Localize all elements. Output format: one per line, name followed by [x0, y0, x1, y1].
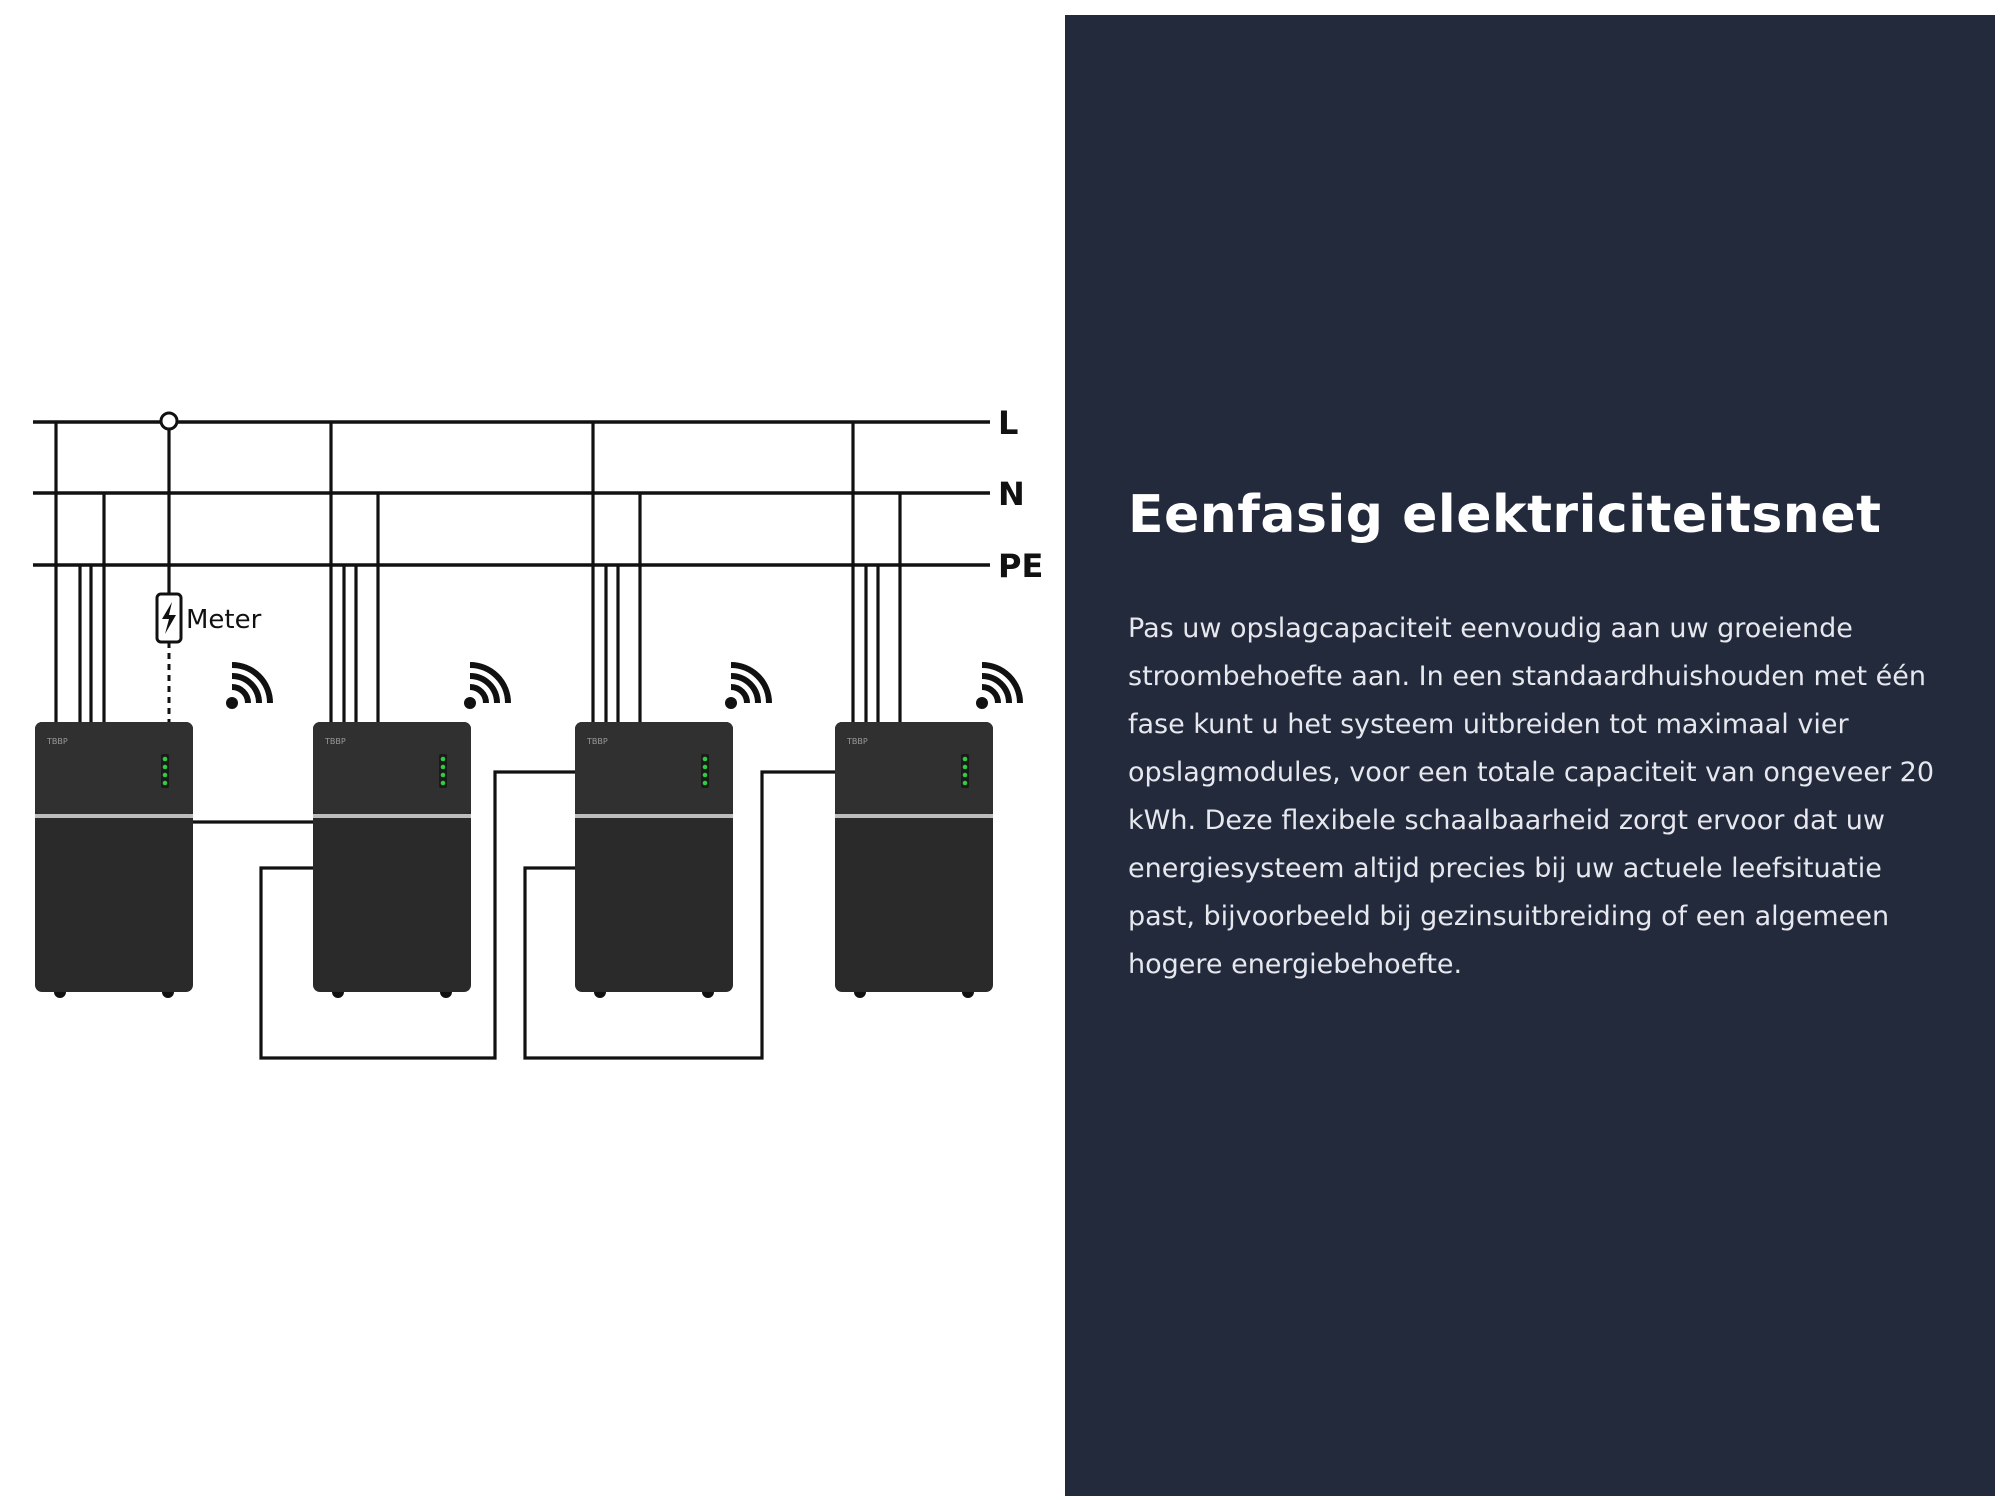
status-led	[702, 780, 708, 786]
lightning-bolt-icon	[162, 602, 176, 634]
loop-cable-2-3	[259, 770, 575, 1060]
battery-unit-1: TBBP	[35, 722, 193, 998]
status-led	[702, 756, 708, 762]
panel-title: Eenfasig elektriciteitsnet	[1128, 485, 1882, 545]
battery-unit-3: TBBP	[575, 722, 733, 998]
status-led	[962, 772, 968, 778]
bus-label-n: N	[998, 475, 1025, 513]
unit-divider	[313, 814, 471, 818]
unit-brand: TBBP	[324, 737, 346, 746]
bus-label-pe: PE	[998, 547, 1043, 585]
unit-top-section	[575, 722, 733, 814]
status-led	[702, 764, 708, 770]
meter-junction	[159, 411, 179, 431]
unit-brand: TBBP	[46, 737, 68, 746]
unit-brand: TBBP	[586, 737, 608, 746]
status-led	[162, 756, 168, 762]
status-led	[440, 772, 446, 778]
unit-brand: TBBP	[846, 737, 868, 746]
unit-drop-wires	[54, 422, 902, 722]
wifi-signal-icon	[976, 662, 1023, 709]
bus-label-l: L	[998, 404, 1018, 442]
status-led	[440, 764, 446, 770]
wifi-signal-icon	[725, 662, 772, 709]
status-led-bar	[439, 754, 447, 788]
wifi-signal-icon	[226, 662, 273, 709]
status-led	[162, 764, 168, 770]
status-led	[962, 780, 968, 786]
unit-divider	[835, 814, 993, 818]
wifi-signal-icon	[464, 662, 511, 709]
unit-top-section	[313, 722, 471, 814]
battery-unit-2: TBBP	[313, 722, 471, 998]
wireless-icons	[226, 662, 1023, 709]
status-led	[162, 780, 168, 786]
battery-unit-4: TBBP	[835, 722, 993, 998]
info-panel: Eenfasig elektriciteitsnet Pas uw opslag…	[1065, 15, 1995, 1496]
unit-divider	[575, 814, 733, 818]
status-led	[962, 764, 968, 770]
panel-description: Pas uw opslagcapaciteit eenvoudig aan uw…	[1128, 613, 1935, 980]
unit-top-section	[35, 722, 193, 814]
unit-top-section	[835, 722, 993, 814]
communication-cables	[193, 770, 835, 1060]
status-led	[440, 756, 446, 762]
status-led	[440, 780, 446, 786]
status-led	[962, 756, 968, 762]
status-led	[702, 772, 708, 778]
meter: Meter	[155, 411, 262, 722]
loop-cable-3-4	[523, 770, 835, 1060]
meter-label: Meter	[186, 605, 262, 635]
status-led-bar	[701, 754, 709, 788]
unit-divider	[35, 814, 193, 818]
status-led-bar	[161, 754, 169, 788]
status-led-bar	[961, 754, 969, 788]
wiring-diagram: L N PE Meter	[33, 404, 1043, 1060]
status-led	[162, 772, 168, 778]
wiring-diagram-svg: L N PE Meter	[33, 404, 1043, 1060]
